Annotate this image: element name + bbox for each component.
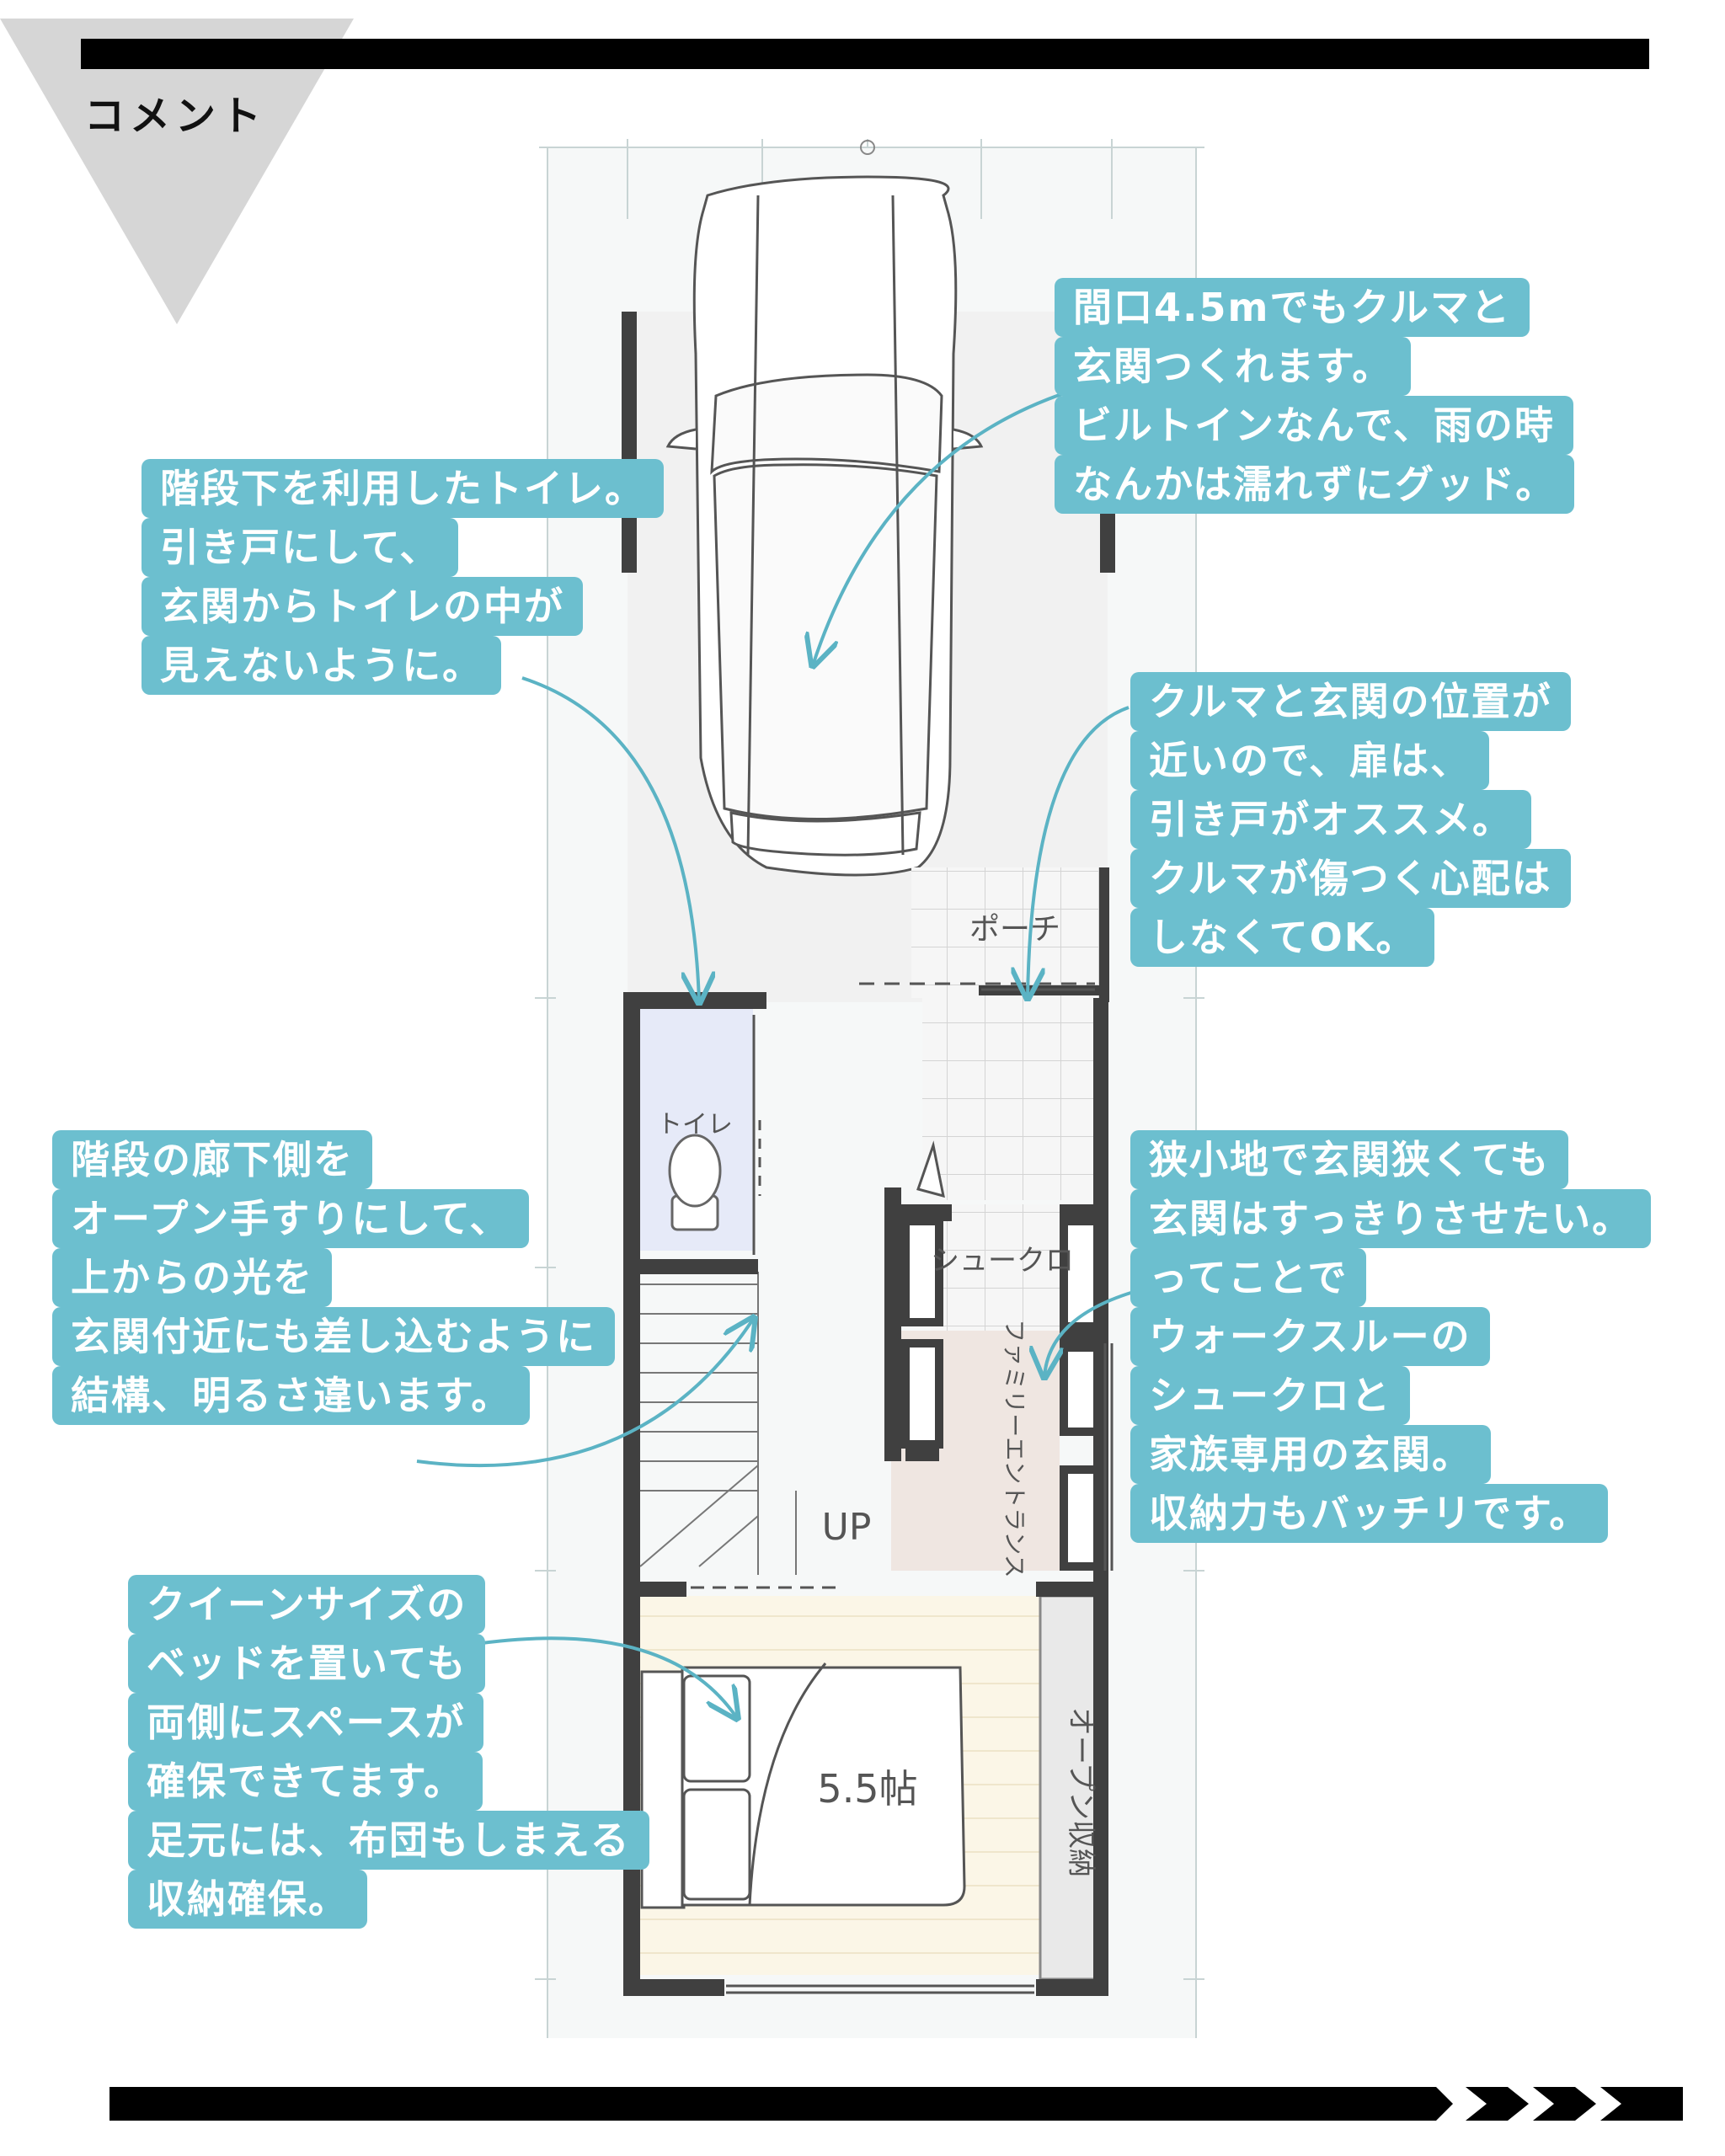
callout-line: ウォークスルーの xyxy=(1130,1307,1490,1366)
callout-line: しなくてOK。 xyxy=(1130,908,1435,967)
callout-line: シュークロと xyxy=(1130,1366,1410,1425)
toilet-label: トイレ xyxy=(657,1110,733,1139)
callout-line: なんかは濡れずにグッド。 xyxy=(1055,455,1575,514)
family-entrance-label: ファミリーエントランス xyxy=(1001,1319,1028,1577)
callout-line: クルマが傷つく心配は xyxy=(1130,849,1571,908)
callout-line: 近いので、扉は、 xyxy=(1130,731,1490,790)
callout-line: オープン手すりにして、 xyxy=(52,1189,529,1248)
callout-bed: クイーンサイズの ベッドを置いても 両側にスペースが 確保できてます。 足元には… xyxy=(128,1575,649,1929)
callout-line: 結構、明るさ違います。 xyxy=(52,1366,531,1425)
callout-line: 収納力もバッチリです。 xyxy=(1130,1484,1609,1543)
callout-line: ってことで xyxy=(1130,1248,1367,1307)
callout-door: クルマと玄関の位置が 近いので、扉は、 引き戸がオススメ。 クルマが傷つく心配は… xyxy=(1130,672,1571,967)
callout-line: 階段下を利用したトイレ。 xyxy=(142,459,664,518)
callout-toilet: 階段下を利用したトイレ。 引き戸にして、 玄関からトイレの中が 見えないように。 xyxy=(142,459,664,695)
callout-line: クルマと玄関の位置が xyxy=(1130,672,1571,731)
north-marker xyxy=(860,140,875,155)
callout-line: 玄関つくれます。 xyxy=(1055,337,1412,396)
header-bar xyxy=(81,39,1649,69)
callout-frontage: 間口4.5mでもクルマと 玄関つくれます。 ビルトインなんで、雨の時 なんかは濡… xyxy=(1055,278,1575,514)
callout-line: ビルトインなんで、雨の時 xyxy=(1055,396,1573,455)
callout-line: 上からの光を xyxy=(52,1248,332,1307)
callout-line: 両側にスペースが xyxy=(128,1693,484,1752)
header-comment-label: コメント xyxy=(84,93,267,140)
callout-line: 足元には、布団もしまえる xyxy=(128,1811,649,1870)
shelf-units xyxy=(901,1217,1102,1571)
porch-floor xyxy=(911,867,1105,998)
callout-line: 見えないように。 xyxy=(142,636,502,695)
callout-entrance: 狭小地で玄関狭くても 玄関はすっきりさせたい。 ってことで ウォークスルーの シ… xyxy=(1130,1130,1652,1543)
callout-line: クイーンサイズの xyxy=(128,1575,486,1634)
porch-label: ポーチ xyxy=(969,912,1060,947)
callout-line: 間口4.5mでもクルマと xyxy=(1055,278,1530,337)
callout-line: ベッドを置いても xyxy=(128,1634,486,1693)
walls xyxy=(623,867,1109,1996)
header-triangle xyxy=(0,19,354,324)
callout-line: 階段の廊下側を xyxy=(52,1130,372,1189)
toilet-icon xyxy=(668,1134,722,1231)
callout-stairs: 階段の廊下側を オープン手すりにして、 上からの光を 玄関付近にも差し込むように… xyxy=(52,1130,615,1425)
shoe-closet-label: シュークロ xyxy=(931,1244,1074,1278)
callout-line: 玄関付近にも差し込むように xyxy=(52,1307,615,1366)
callout-line: 確保できてます。 xyxy=(128,1752,483,1811)
callout-line: 引き戸にして、 xyxy=(142,518,459,577)
annotation-arrows xyxy=(416,386,1146,1718)
callout-line: 玄関はすっきりさせたい。 xyxy=(1130,1189,1652,1248)
callout-line: 狭小地で玄関狭くても xyxy=(1130,1130,1569,1189)
entry-tile-floor xyxy=(922,998,1099,1200)
callout-line: 収納確保。 xyxy=(128,1870,367,1929)
car-icon xyxy=(665,175,984,877)
callout-line: 家族専用の玄関。 xyxy=(1130,1425,1491,1484)
stairs-up-label: UP xyxy=(822,1506,872,1549)
bedroom-size-label: 5.5帖 xyxy=(817,1766,917,1812)
callout-line: 玄関からトイレの中が xyxy=(142,577,583,636)
callout-line: 引き戸がオススメ。 xyxy=(1130,790,1531,849)
footer-bar xyxy=(109,2087,1683,2121)
open-storage-label: オープン収納 xyxy=(1064,1707,1097,1877)
